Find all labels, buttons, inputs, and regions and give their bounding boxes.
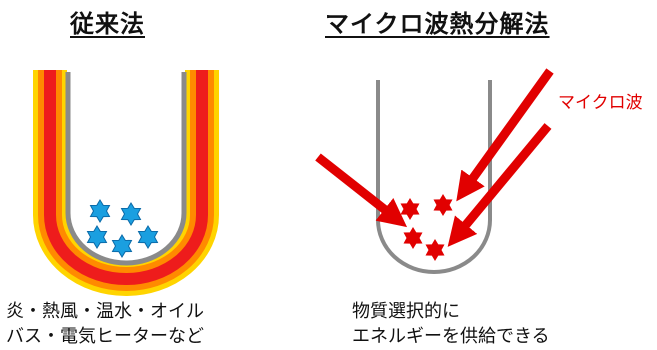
star-icon: [111, 234, 133, 258]
conventional-caption-line2: バス・電気ヒーターなど: [6, 326, 204, 347]
conventional-caption-line1: 炎・熱風・温水・オイル: [6, 301, 204, 322]
conventional-caption: 炎・熱風・温水・オイル バス・電気ヒーターなど: [6, 299, 204, 349]
star-icon: [89, 199, 111, 223]
microwave-arrows: [315, 68, 554, 247]
microwave-label: マイクロ波: [558, 93, 643, 113]
conventional-vessel: [65, 72, 187, 266]
heat-source-jacket: [33, 70, 219, 296]
microwave-caption: 物質選択的に エネルギーを供給できる: [352, 299, 550, 349]
star-icon: [433, 194, 453, 216]
microwave-caption-line1: 物質選択的に: [352, 301, 460, 322]
star-icon: [120, 202, 142, 226]
conventional-method-title: 従来法: [70, 10, 145, 38]
microwave-caption-line2: エネルギーを供給できる: [352, 326, 550, 347]
arrow-icon: [315, 153, 408, 228]
arrow-icon: [456, 68, 554, 202]
star-icon: [137, 225, 159, 249]
conventional-molecules: [86, 199, 159, 258]
star-icon: [400, 198, 420, 220]
star-icon: [403, 227, 423, 249]
microwave-vessel: [376, 80, 492, 274]
star-icon: [425, 239, 445, 261]
microwave-method-title: マイクロ波熱分解法: [325, 10, 550, 38]
arrow-icon: [447, 123, 552, 247]
star-icon: [86, 225, 108, 249]
microwave-molecules: [400, 194, 453, 261]
